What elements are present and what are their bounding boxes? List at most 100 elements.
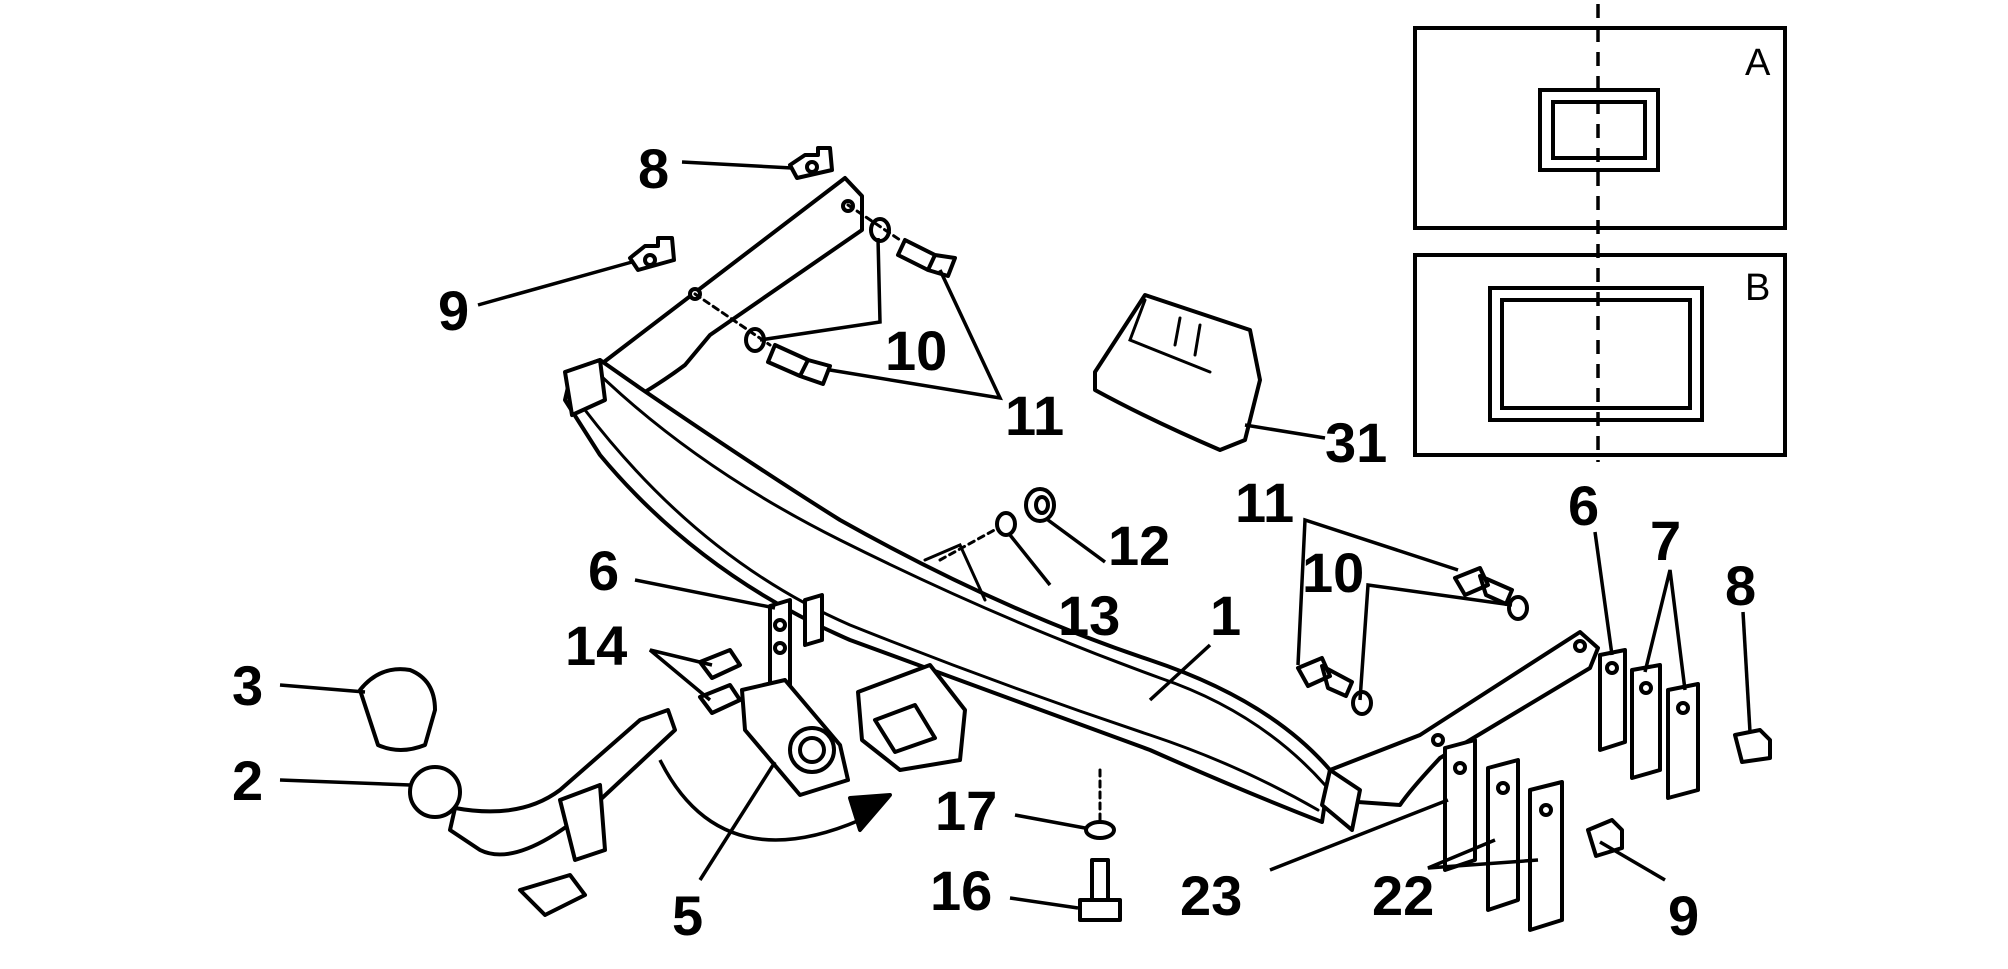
- cage-nut-right-8: [1733, 728, 1772, 764]
- washer-right-a: [1507, 595, 1529, 621]
- callout-3: 3: [232, 654, 263, 717]
- leader-23: [1269, 798, 1449, 872]
- plate-6-left-hole-a: [773, 618, 787, 632]
- plate-7b-hole: [1676, 701, 1690, 715]
- callout-8-right: 8: [1725, 554, 1756, 617]
- cover-ridge-c: [1193, 323, 1202, 357]
- plate-22b: [1528, 780, 1564, 932]
- plate-6-left-hole-b: [773, 641, 787, 655]
- bolt-14-a: [698, 648, 742, 680]
- cage-nut-right-9: [1586, 818, 1624, 858]
- leader-11-top: [829, 269, 1003, 401]
- callout-17: 17: [935, 779, 997, 842]
- callout-23: 23: [1180, 864, 1242, 927]
- callout-6-right: 6: [1568, 474, 1599, 537]
- leader-6-left: [634, 578, 776, 610]
- leader-1: [1148, 643, 1212, 702]
- leader-10-right: [1358, 583, 1513, 701]
- nut-12-inner: [1034, 495, 1050, 515]
- callout-22: 22: [1372, 864, 1434, 927]
- leader-12: [1046, 518, 1107, 564]
- bolt-14-b: [698, 683, 742, 715]
- leader-22: [1427, 838, 1539, 870]
- ball-2: [408, 765, 462, 819]
- leader-11-right: [1296, 517, 1459, 666]
- right-bracket-hole-lower: [1431, 733, 1445, 747]
- inset-panels: A B: [1413, 4, 1787, 462]
- callout-5: 5: [672, 884, 703, 947]
- plate-22b-hole: [1539, 803, 1553, 817]
- callout-1: 1: [1210, 584, 1241, 647]
- callout-31: 31: [1325, 411, 1387, 474]
- leader-9-right: [1599, 840, 1666, 882]
- towing-arm: [448, 708, 677, 857]
- hardware: [628, 146, 1772, 932]
- plate-22a-hole: [1496, 781, 1510, 795]
- cage-nut-top-8-hole: [805, 160, 819, 174]
- bolt-16-head: [1078, 898, 1122, 922]
- washer-13: [995, 511, 1017, 537]
- callout-10-top: 10: [885, 319, 947, 382]
- callout-11-top: 11: [1005, 384, 1064, 447]
- plate-23: [1443, 738, 1477, 872]
- callout-13: 13: [1058, 584, 1120, 647]
- callout-12: 12: [1108, 514, 1170, 577]
- callout-10-right: 10: [1302, 541, 1364, 604]
- cover-ridge-a: [1128, 298, 1212, 374]
- bolt-16-shank: [1090, 858, 1110, 902]
- assembly-arrow: [658, 759, 861, 842]
- towing-arm-socket: [518, 873, 587, 917]
- plate-7b: [1666, 682, 1700, 800]
- right-bracket-hole: [1573, 639, 1587, 653]
- callout-2: 2: [232, 749, 263, 812]
- callout-7: 7: [1650, 509, 1681, 572]
- callout-9-right: 9: [1668, 884, 1699, 947]
- leader-17: [1014, 813, 1086, 830]
- receiver-tube-face: [873, 703, 937, 754]
- leader-6-right: [1593, 531, 1614, 656]
- plate-6-right-hole: [1605, 661, 1619, 675]
- bolt-top-a: [896, 238, 957, 278]
- cover-31: [1093, 293, 1262, 452]
- callout-16: 16: [930, 859, 992, 922]
- leader-31: [1244, 423, 1326, 440]
- towing-arm-block: [558, 783, 607, 862]
- leader-10-top: [759, 237, 882, 342]
- callout-9-top: 9: [438, 279, 469, 342]
- leaders: [279, 160, 1752, 910]
- plate-23-hole: [1453, 761, 1467, 775]
- right-side-bracket: [1328, 630, 1600, 807]
- crossbeam: [563, 176, 1600, 832]
- leader-7: [1643, 569, 1687, 691]
- inset-b-label: B: [1745, 267, 1770, 309]
- cage-nut-top-9-hole: [643, 253, 657, 267]
- leader-3: [279, 683, 366, 694]
- inset-a-label: A: [1745, 42, 1771, 84]
- axis-top-b: [693, 292, 772, 347]
- leader-8-top: [681, 160, 793, 170]
- plate-7a-hole: [1639, 681, 1653, 695]
- callout-6-left: 6: [588, 539, 619, 602]
- beam-lower-edge: [583, 408, 1320, 812]
- callout-8-top: 8: [638, 137, 669, 200]
- ball-cap-3: [358, 667, 437, 752]
- callouts: 8 9 10 11 31 12 13 1 6 14 3 2 5 17 16 11…: [232, 137, 1756, 947]
- beam-edge-line: [598, 373, 1327, 787]
- callout-11-right: 11: [1235, 471, 1294, 534]
- beam-end-right: [1320, 768, 1362, 832]
- callout-14: 14: [565, 614, 627, 677]
- axis-nut: [938, 526, 1000, 562]
- leader-16: [1009, 896, 1079, 910]
- washer-17: [1084, 820, 1116, 840]
- receiver-tube-hidden: [923, 543, 987, 602]
- leader-8-right: [1741, 611, 1752, 733]
- plate-6-left-b: [803, 593, 824, 647]
- leader-13: [1008, 533, 1052, 587]
- cover-body: [1093, 293, 1262, 452]
- plate-6-right: [1598, 648, 1627, 752]
- leader-9-top: [477, 260, 633, 307]
- axis-top-a: [846, 203, 902, 242]
- left-components: [358, 593, 892, 917]
- leader-14: [648, 648, 713, 702]
